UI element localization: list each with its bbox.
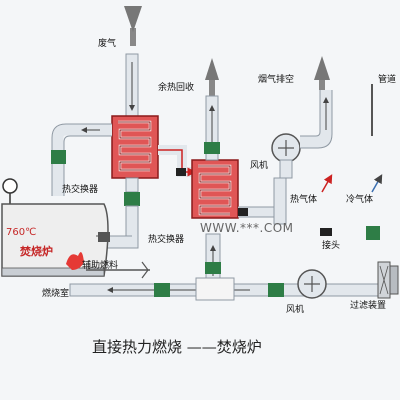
joint-label: 接头	[322, 241, 341, 251]
heat-exchanger-2-label: 热交换器	[148, 235, 185, 245]
incinerator-label: 焚烧炉	[20, 245, 53, 258]
valve-icon	[205, 262, 221, 274]
cold-gas-label: 冷气体	[346, 195, 374, 205]
flue-gas-arrow-icon	[314, 56, 330, 90]
valve-icon	[124, 192, 140, 206]
flame-icon	[66, 252, 84, 270]
filter-device-label: 过滤装置	[350, 301, 387, 311]
valve-icon	[154, 283, 170, 297]
fan-icon	[271, 133, 301, 163]
flue-gas-exhaust-label: 烟气排空	[258, 75, 295, 85]
diagram-title: 直接热力燃烧 ——焚烧炉	[92, 338, 262, 356]
hot-gas-label: 热气体	[290, 195, 318, 205]
cold-gas-arrow-icon	[371, 174, 383, 193]
joint-icon	[98, 232, 110, 242]
joint-icon	[238, 208, 248, 216]
fan-icon	[297, 269, 327, 299]
heat-recovery-label: 余热回收	[158, 83, 195, 93]
waste-gas-arrow-icon	[124, 6, 142, 46]
heat-exchanger-1	[111, 115, 159, 179]
combustion-chamber-label: 燃烧室	[42, 289, 70, 299]
legend-joint-icon	[320, 228, 332, 236]
fan-2-label: 风机	[286, 305, 305, 315]
heat-exchanger-1-label: 热交换器	[62, 185, 99, 195]
heat-exchanger-2	[191, 159, 239, 219]
valve-icon	[51, 150, 66, 164]
auxiliary-fuel-label: 辅助燃料	[82, 261, 119, 271]
watermark-label: WWW.***.COM	[200, 221, 294, 235]
hot-gas-arrow-icon	[321, 174, 333, 193]
heat-recovery-arrow-icon	[205, 58, 219, 96]
joint-icon	[176, 168, 186, 176]
pipe-label: 管道	[378, 75, 397, 85]
temperature-label: 760℃	[6, 227, 37, 238]
fan-1-label: 风机	[250, 161, 269, 171]
legend-valve-icon	[366, 226, 380, 240]
valve-icon	[268, 283, 284, 297]
tee-joint	[195, 277, 235, 301]
thermometer-icon	[2, 178, 18, 204]
valve-icon	[204, 142, 220, 154]
filter-device	[377, 261, 399, 299]
waste-gas-label: 废气	[98, 39, 117, 49]
